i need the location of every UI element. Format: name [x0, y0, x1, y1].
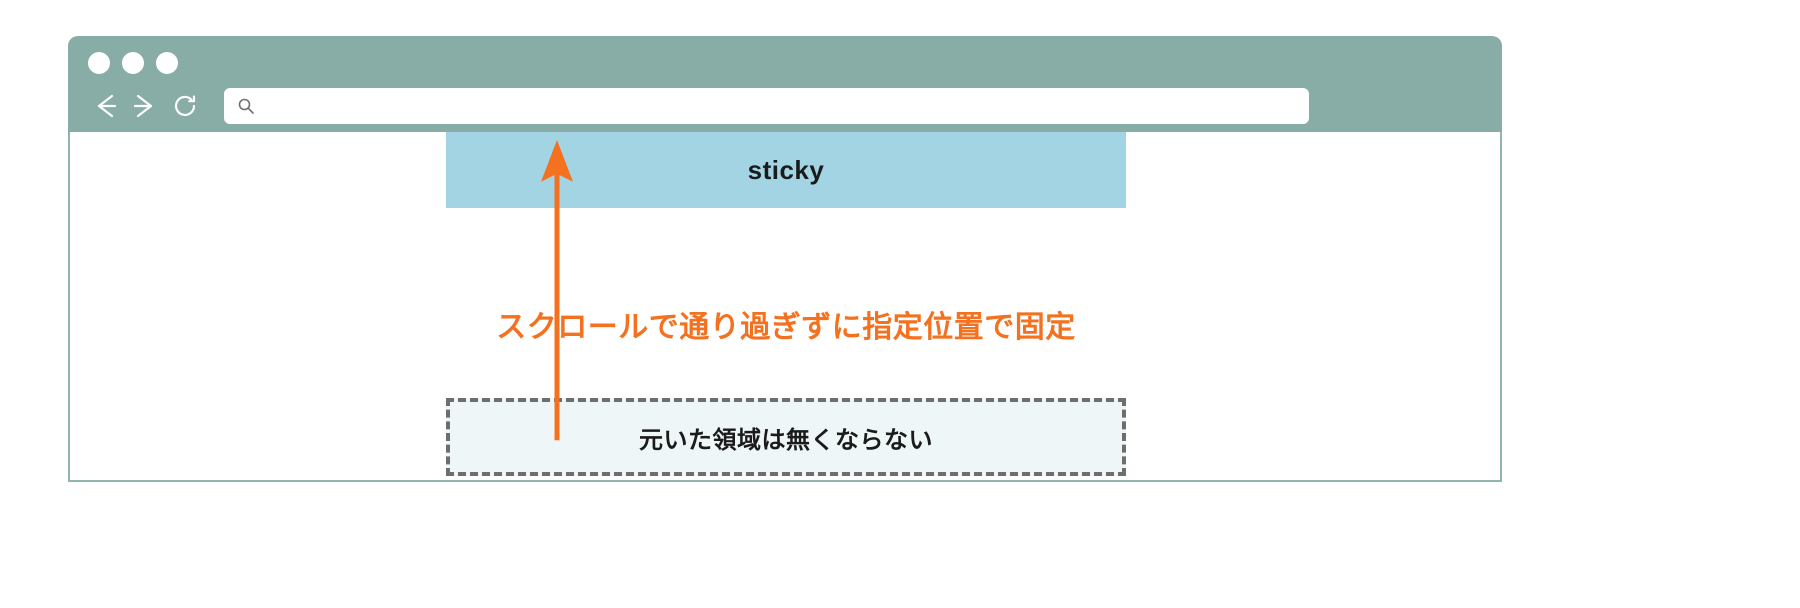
browser-window: sticky スクロールで通り過ぎずに指定位置で固定 元いた領域は無くならない	[68, 36, 1502, 482]
window-controls	[88, 52, 178, 74]
address-bar[interactable]	[224, 87, 1309, 125]
maximize-button-icon[interactable]	[156, 52, 178, 74]
back-arrow-icon[interactable]	[90, 89, 124, 123]
search-icon	[236, 96, 256, 116]
forward-arrow-icon[interactable]	[126, 89, 160, 123]
minimize-button-icon[interactable]	[122, 52, 144, 74]
original-area-box: 元いた領域は無くならない	[446, 398, 1126, 476]
reload-icon[interactable]	[168, 89, 202, 123]
close-button-icon[interactable]	[88, 52, 110, 74]
address-bar-input[interactable]	[264, 87, 1297, 125]
sticky-element-label: sticky	[747, 154, 825, 185]
sticky-element: sticky	[446, 132, 1126, 208]
original-area-label: 元いた領域は無くならない	[639, 426, 933, 454]
browser-chrome	[68, 36, 1502, 132]
page-viewport: sticky スクロールで通り過ぎずに指定位置で固定 元いた領域は無くならない	[68, 132, 1502, 482]
browser-toolbar	[84, 84, 1486, 128]
annotation-caption: スクロールで通り過ぎずに指定位置で固定	[496, 311, 1076, 344]
